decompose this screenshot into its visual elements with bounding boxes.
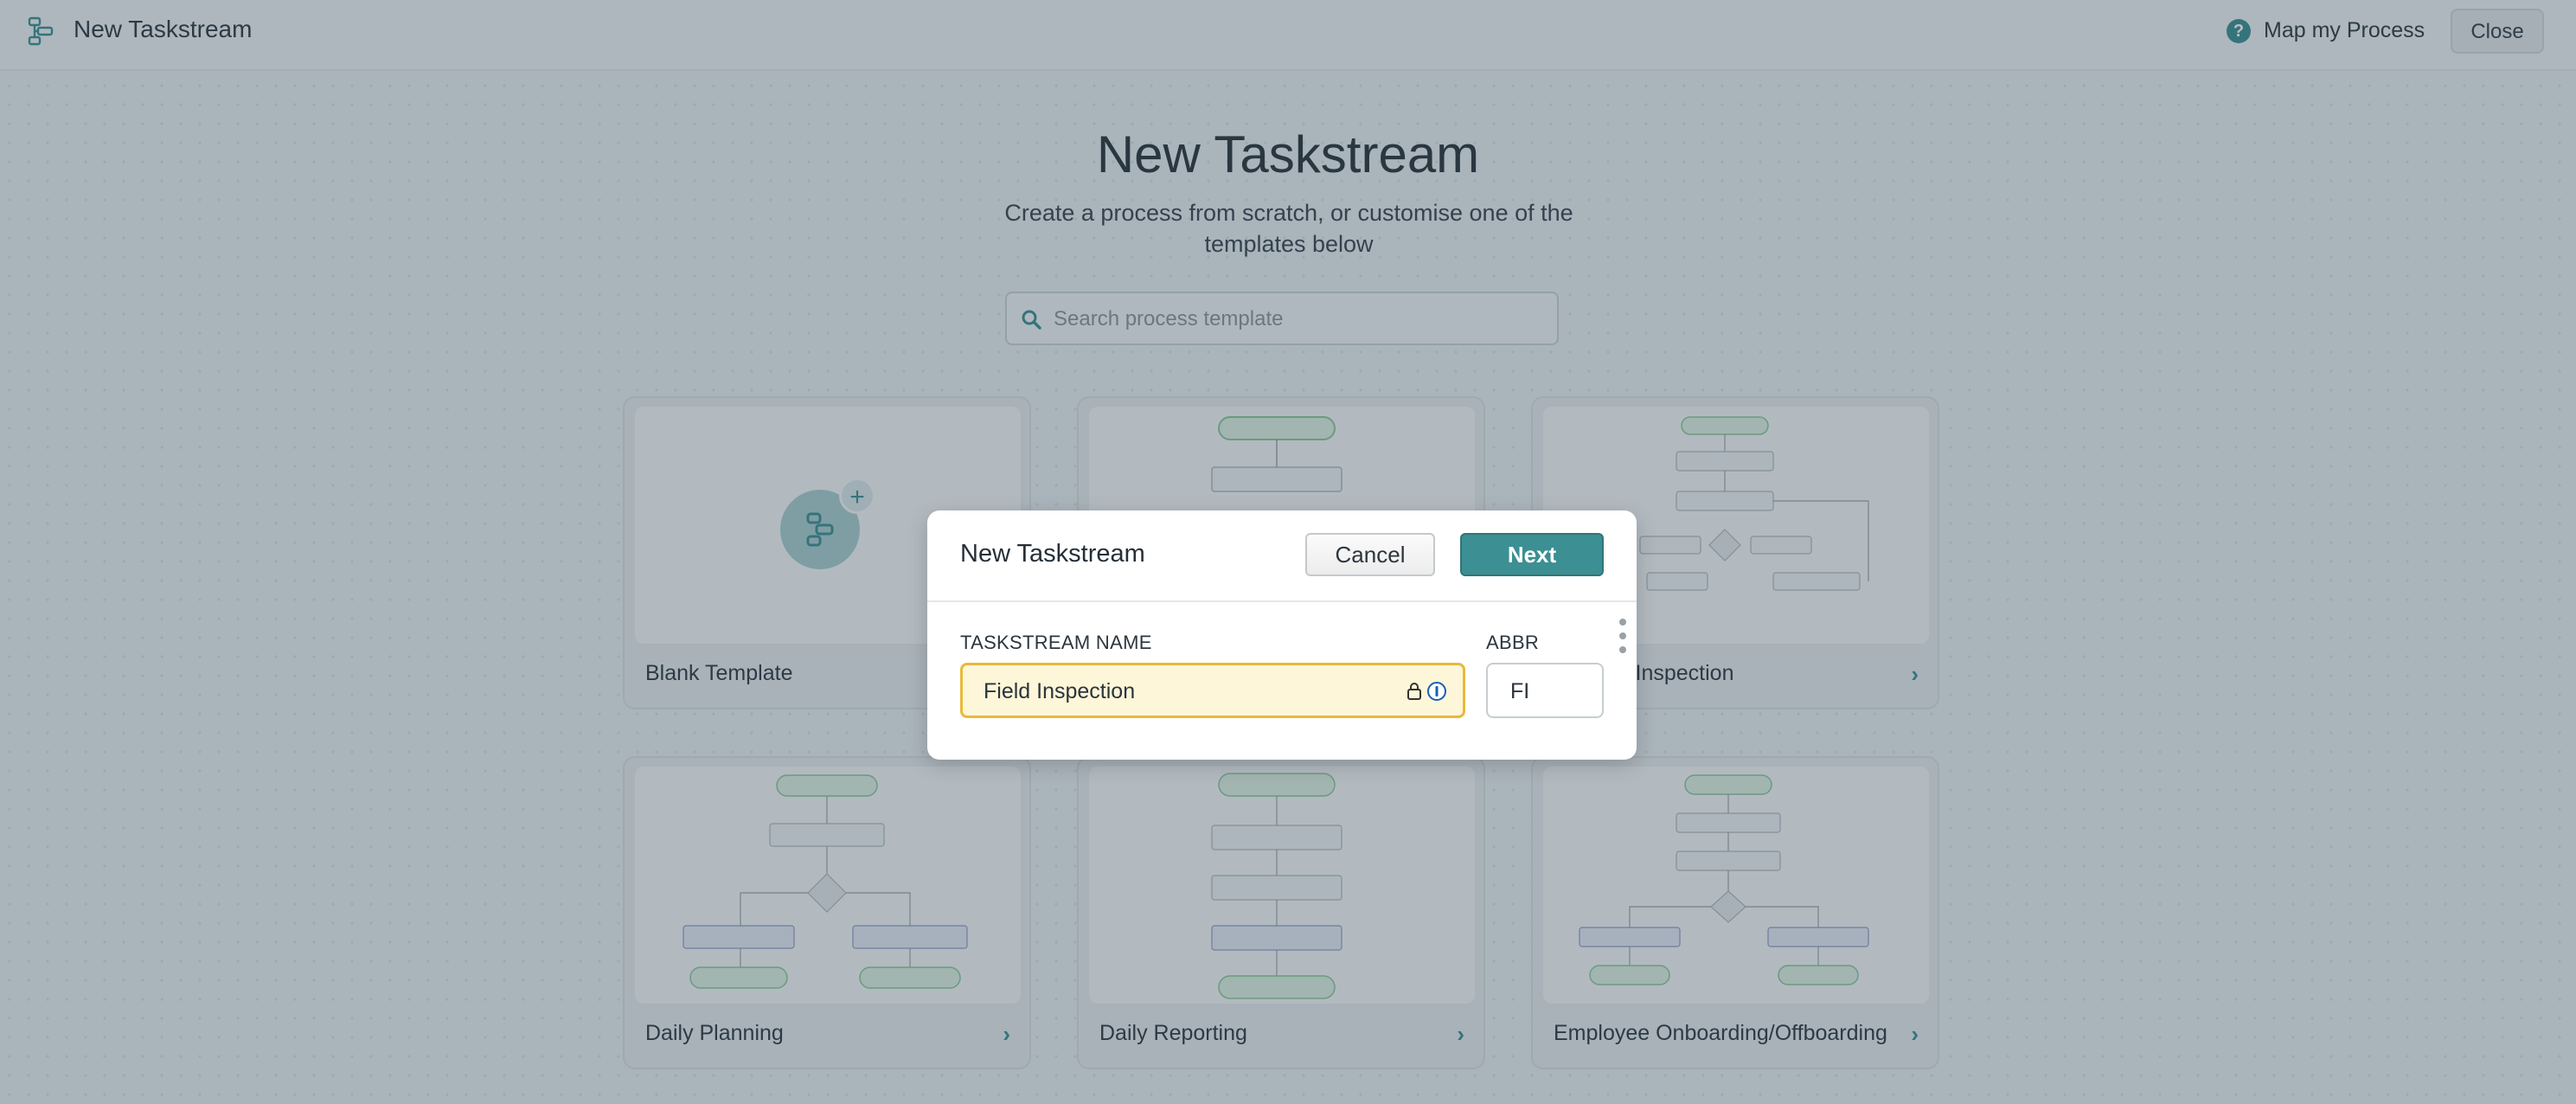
page-title: New Taskstream	[1096, 125, 1480, 183]
flow-diagram-thumbnail	[1211, 773, 1342, 999]
new-taskstream-dialog: New Taskstream Cancel Next TASKSTREAM NA…	[927, 510, 1637, 760]
dialog-header: New Taskstream Cancel Next	[927, 510, 1637, 602]
chevron-right-icon: ›	[1003, 1021, 1010, 1047]
page-subtitle: Create a process from scratch, or custom…	[1004, 200, 1573, 257]
template-preview	[635, 767, 1021, 1004]
taskstream-name-value: Field Inspection	[984, 679, 1136, 703]
chevron-right-icon: ›	[1911, 661, 1919, 687]
chevron-right-icon: ›	[1457, 1021, 1464, 1047]
plus-icon: +	[839, 478, 875, 514]
password-manager-icon[interactable]	[1426, 681, 1447, 702]
flow-diagram-thumbnail	[682, 774, 968, 989]
template-label: Employee Onboarding/Offboarding	[1554, 1021, 1887, 1045]
process-flow-icon	[806, 512, 834, 547]
abbr-label: ABBR	[1486, 632, 1540, 653]
question-circle-icon[interactable]: ?	[2227, 19, 2251, 43]
cancel-button[interactable]: Cancel	[1305, 533, 1435, 576]
search-placeholder: Search process template	[1054, 307, 1284, 331]
app-title: New Taskstream	[74, 16, 253, 42]
abbr-value: FI	[1510, 679, 1530, 703]
search-icon	[1022, 310, 1041, 330]
taskstream-name-label: TASKSTREAM NAME	[960, 632, 1152, 653]
template-label: Daily Planning	[645, 1021, 784, 1045]
taskstream-name-field[interactable]: Field Inspection	[960, 663, 1465, 718]
close-button[interactable]: Close	[2451, 9, 2544, 54]
flow-diagram-thumbnail	[1639, 416, 1869, 591]
template-label: Blank Template	[645, 661, 793, 685]
abbr-field[interactable]: FI	[1486, 663, 1604, 718]
chevron-right-icon: ›	[1911, 1021, 1919, 1047]
template-preview	[1543, 767, 1929, 1004]
template-preview	[1089, 767, 1475, 1004]
dialog-title: New Taskstream	[960, 540, 1145, 568]
flow-diagram-thumbnail	[1211, 416, 1342, 492]
next-button[interactable]: Next	[1460, 533, 1604, 576]
lock-icon[interactable]	[1404, 681, 1425, 702]
template-card-onboarding[interactable]: Employee Onboarding/Offboarding ›	[1531, 756, 1939, 1069]
process-flow-icon	[28, 16, 54, 46]
top-bar: New Taskstream ? Map my Process Close	[0, 0, 2576, 71]
template-card-blank[interactable]: + Blank Template	[623, 396, 1031, 709]
template-card-daily-reporting[interactable]: Daily Reporting ›	[1077, 756, 1485, 1069]
flow-diagram-thumbnail	[1579, 774, 1869, 985]
search-input[interactable]: Search process template	[1005, 292, 1559, 345]
template-label: Daily Reporting	[1099, 1021, 1247, 1045]
template-card-daily-planning[interactable]: Daily Planning ›	[623, 756, 1031, 1069]
drag-handle-icon[interactable]	[1618, 618, 1628, 654]
map-my-process-link[interactable]: Map my Process	[2264, 18, 2425, 42]
